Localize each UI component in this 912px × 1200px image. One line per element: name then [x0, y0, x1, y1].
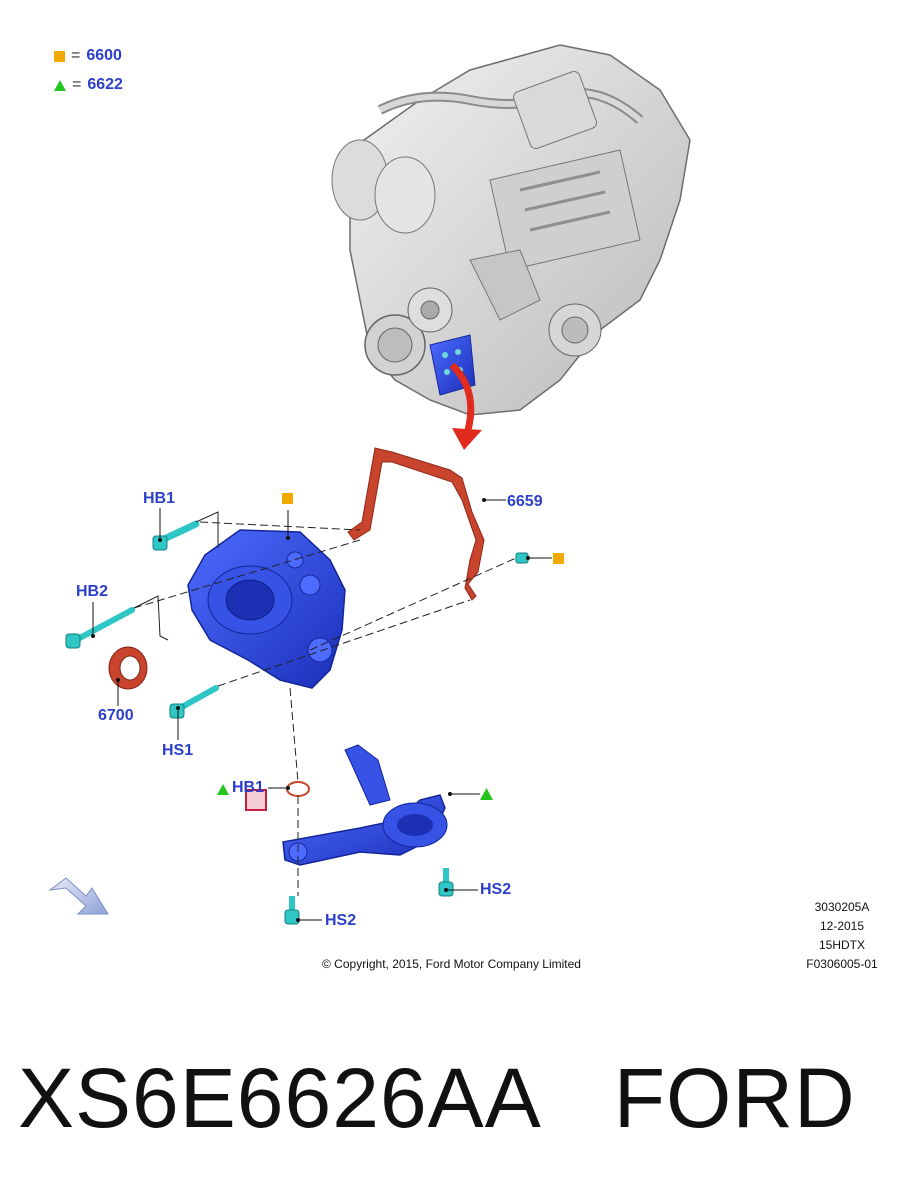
callout-hb1-lower: HB1 — [232, 779, 265, 796]
leader-dots — [91, 498, 530, 922]
doc-model: 15HDTX — [818, 938, 865, 952]
product-caption: XS6E6626AA FORD — [18, 1050, 856, 1147]
callout-6659: 6659 — [507, 493, 543, 510]
square-legend-icon — [54, 50, 65, 62]
orientation-arrow — [48, 877, 109, 915]
legend-equals: = — [71, 47, 81, 64]
callout-hb2: HB2 — [76, 583, 109, 600]
bolt-hb2 — [65, 607, 135, 649]
copyright-notice: © Copyright, 2015, Ford Motor Company Li… — [322, 957, 581, 971]
exploded-view-drawing — [48, 44, 691, 925]
alignment-lines — [133, 521, 517, 896]
triangle-marker-pickup — [480, 788, 493, 800]
doc-id: 3030205A — [814, 900, 870, 914]
triangle-marker-hb1 — [217, 784, 229, 795]
leader-lines — [92, 499, 552, 921]
legend-equals: = — [72, 76, 82, 93]
callout-6700: 6700 — [98, 707, 134, 724]
square-marker-housing — [282, 493, 293, 504]
gasket-6659 — [347, 447, 485, 601]
legend-code: 6622 — [87, 76, 123, 93]
o-ring — [286, 781, 310, 797]
legend-item-6600: = 6600 — [54, 47, 122, 65]
doc-figure-code: F0306005-01 — [806, 957, 878, 971]
location-arrow-head — [452, 428, 482, 450]
square-marker-stud — [553, 553, 564, 564]
callout-hs1: HS1 — [162, 742, 194, 759]
callout-hs2-bottom: HS2 — [325, 912, 357, 929]
oil-pickup-tube — [282, 744, 448, 866]
legend-item-6622: = 6622 — [54, 76, 123, 94]
oil-pump-housing — [187, 529, 346, 689]
callout-hb1-top: HB1 — [143, 490, 176, 507]
triangle-legend-icon — [54, 79, 66, 91]
legend-code: 6600 — [86, 47, 122, 64]
bolt-hs2-bottom — [284, 896, 300, 925]
location-arrow — [449, 362, 475, 431]
engine-assembly-image — [331, 44, 691, 416]
callout-hs2-right: HS2 — [480, 881, 512, 898]
crankshaft-seal-6700 — [108, 646, 148, 690]
bolt-hb1-top — [152, 520, 200, 551]
part-number: XS6E6626AA — [18, 1051, 542, 1145]
brand-name: FORD — [613, 1051, 856, 1145]
doc-date: 12-2015 — [819, 919, 865, 933]
highlight-box — [245, 789, 267, 811]
bolt-hs1 — [169, 685, 219, 719]
bracket-lines — [133, 511, 219, 641]
